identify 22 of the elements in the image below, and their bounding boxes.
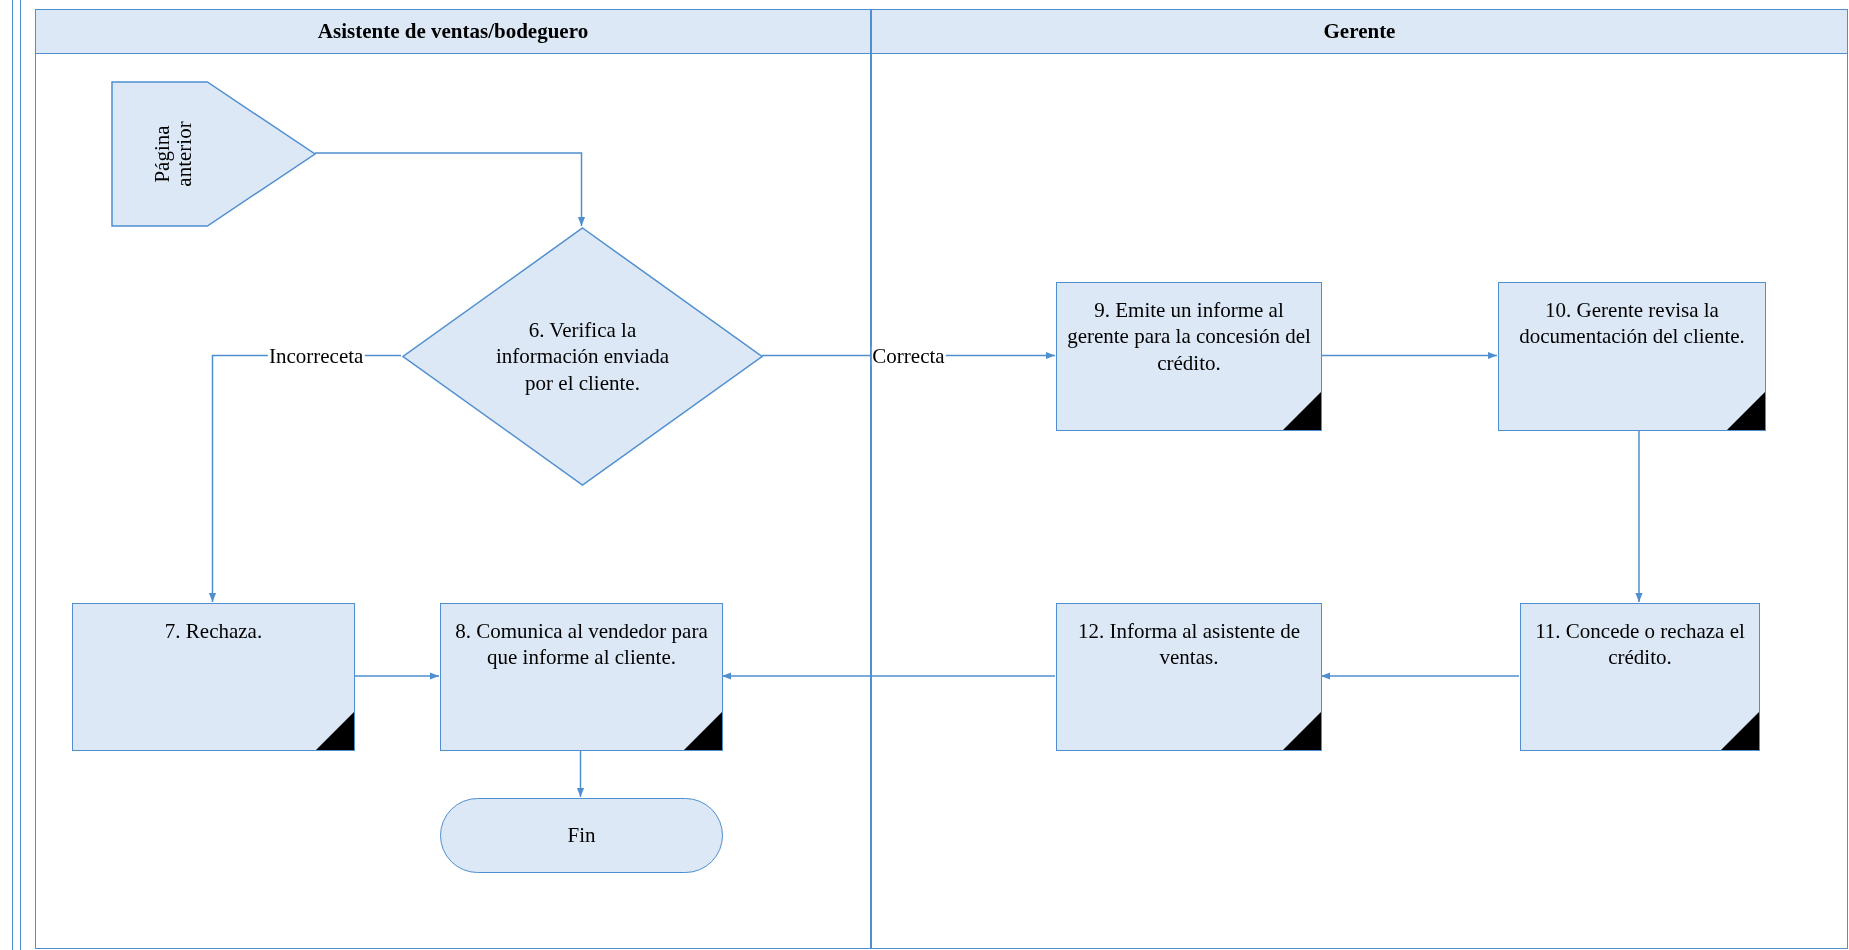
arrow — [1635, 429, 1643, 603]
terminator: Fin — [440, 798, 723, 873]
process-box: 11. Concede o rechaza el crédito. — [1520, 603, 1760, 751]
arrow — [576, 749, 585, 798]
lane-header: Asistente de ventas/bodeguero — [36, 10, 870, 54]
off-page-connector — [111, 81, 316, 227]
lane-header: Gerente — [872, 10, 1847, 54]
edge-label: Correcta — [871, 345, 946, 366]
arrow — [314, 152, 586, 227]
swimlane — [35, 9, 871, 949]
decision-diamond: 6. Verifica la información enviada por el cliente. — [402, 227, 763, 486]
process-box: 8. Comunica al vendedor para que informe al cliente. — [440, 603, 723, 751]
process-box: 10. Gerente revisa la documentación del cliente. — [1498, 282, 1766, 431]
swimlane — [871, 9, 1848, 949]
connector-text: Página anterior — [151, 120, 196, 189]
process-box: 12. Informa al asistente de ventas. — [1056, 603, 1322, 751]
process-box: 9. Emite un informe al gerente para la concesión del crédito. — [1056, 282, 1322, 431]
arrow — [1320, 672, 1520, 680]
arrow — [721, 672, 1056, 680]
process-box: 7. Rechaza. — [72, 603, 355, 751]
arrow — [1320, 351, 1498, 360]
arrow — [353, 672, 440, 680]
